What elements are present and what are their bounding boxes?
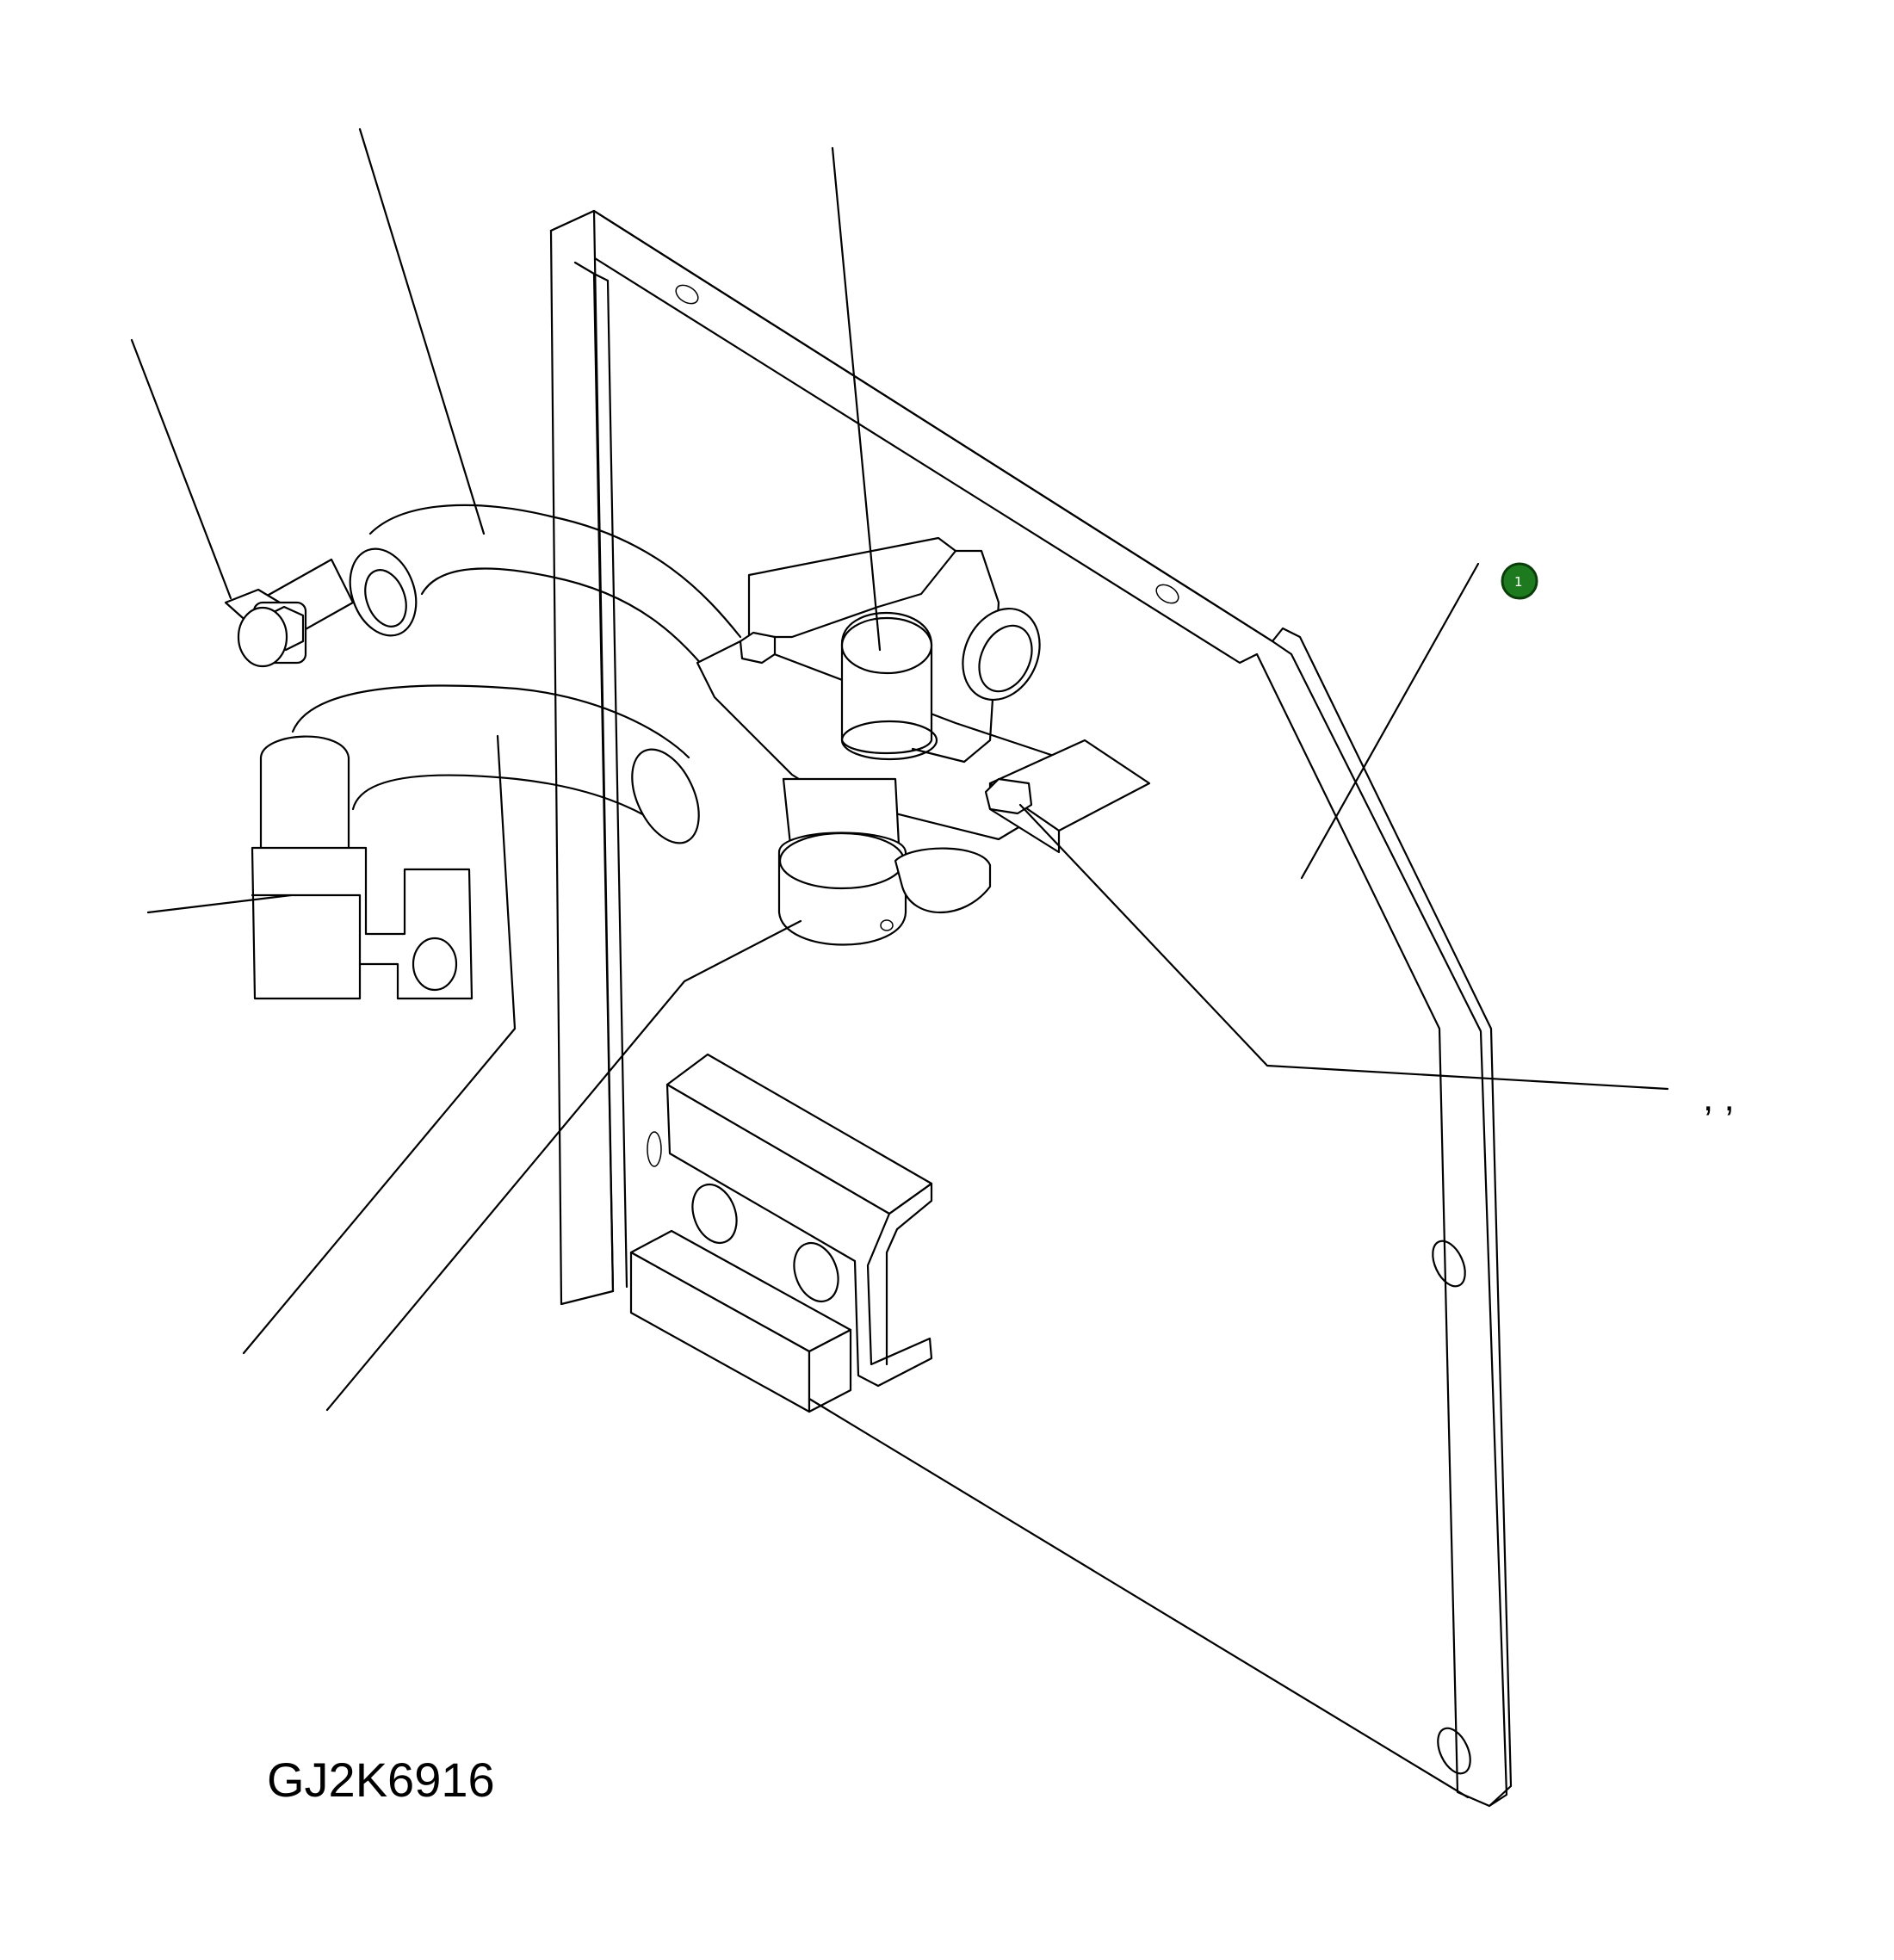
callout-marker[interactable]: 1 [1501,562,1538,600]
mounting-plate [549,209,1513,1808]
leader-bolt-washer [1018,803,1669,1091]
upper-hose [224,504,742,682]
lower-hose [251,684,700,1000]
multi-reference-commas: , , [1703,1077,1735,1119]
callout-number: 1 [1514,574,1523,590]
leader-elbow [146,893,293,914]
leader-lines [130,127,1669,1799]
leader-valve-stem [831,146,882,652]
lower-bracket [629,1053,933,1413]
leader-upper-hose [358,127,486,535]
leader-lower-hose [242,734,517,1355]
leader-plate [1300,562,1480,880]
leader-banjo-bolt [130,338,232,600]
drawing-number: GJ2K6916 [267,1753,495,1807]
leader-valve-body [325,919,802,1412]
shutoff-valve [696,536,1151,946]
leader-rubber-block [808,1397,1470,1799]
